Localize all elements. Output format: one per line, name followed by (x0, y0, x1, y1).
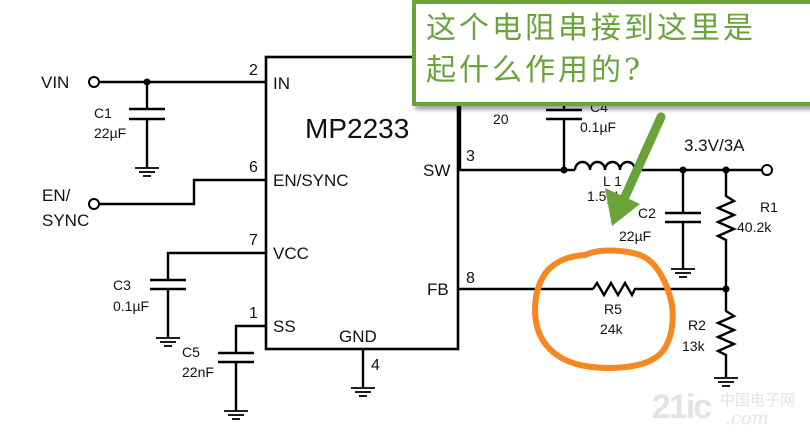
r1-ref: R1 (760, 199, 778, 215)
resistor-r2 (715, 289, 737, 377)
watermark-cn: 中国电子网 (720, 391, 796, 409)
c3-ref: C3 (113, 277, 131, 293)
pin-sw-number: 3 (466, 148, 475, 165)
capacitor-c2 (665, 170, 701, 278)
capacitor-c5 (218, 324, 266, 420)
c2-ref: C2 (638, 205, 656, 221)
c5-value: 22nF (182, 364, 214, 380)
c4-value: 0.1µF (580, 119, 616, 135)
pin-en-name: EN/SYNC (273, 171, 349, 190)
vout-label: 3.3V/3A (684, 136, 745, 155)
vout-terminal (761, 164, 773, 176)
c1-value: 22µF (94, 125, 126, 141)
watermark-domain: .com (725, 408, 769, 429)
pin-fb-name: FB (427, 280, 449, 299)
r5-ref: R5 (604, 301, 622, 317)
pin-in-number: 2 (249, 62, 258, 79)
resistor-r5 (592, 280, 726, 298)
highlight-circle (532, 247, 676, 371)
en-sync-label-line1: EN/ (42, 186, 71, 205)
pin-gnd-name: GND (339, 327, 377, 346)
c2-value: 22µF (619, 228, 651, 244)
arrow-pointer (605, 112, 666, 226)
pin-sw-name: SW (423, 161, 450, 180)
c1-ref: C1 (94, 105, 112, 121)
watermark-brand: 21ic (652, 388, 712, 426)
annotation-callout: 这个电阻串接到这里是 起什么作用的? (412, 0, 810, 106)
ic-part-number: MP2233 (305, 113, 409, 144)
annotation-line-1: 这个电阻串接到这里是 (426, 11, 756, 46)
ground-r2 (714, 377, 738, 387)
c5-ref: C5 (182, 344, 200, 360)
r3-value: 20 (493, 111, 509, 127)
en-sync-terminal (88, 198, 100, 210)
r2-value: 13k (682, 338, 706, 354)
pin-ss-name: SS (273, 317, 296, 336)
pin-vcc-number: 7 (249, 232, 258, 249)
r5-value: 24k (600, 321, 624, 337)
vin-terminal (88, 76, 100, 88)
pin-fb-number: 8 (466, 270, 475, 287)
inductor-l1 (573, 160, 655, 172)
pin-vcc-name: VCC (273, 244, 309, 263)
ground-ic (351, 349, 375, 397)
pin-in-name: IN (273, 74, 290, 93)
pin-gnd-number: 4 (371, 357, 380, 374)
en-sync-label-line2: SYNC (42, 211, 89, 230)
capacitor-c1 (129, 82, 165, 177)
r2-ref: R2 (688, 317, 706, 333)
capacitor-c3 (150, 251, 266, 347)
resistor-r1 (715, 170, 737, 289)
c3-value: 0.1µF (113, 298, 149, 314)
pin-en-number: 6 (249, 159, 258, 176)
r1-value: 40.2k (737, 219, 772, 235)
l1-ref: L 1 (603, 173, 622, 189)
vin-label: VIN (41, 73, 69, 92)
annotation-line-2: 起什么作用的? (426, 53, 644, 88)
pin-ss-number: 1 (249, 305, 258, 322)
